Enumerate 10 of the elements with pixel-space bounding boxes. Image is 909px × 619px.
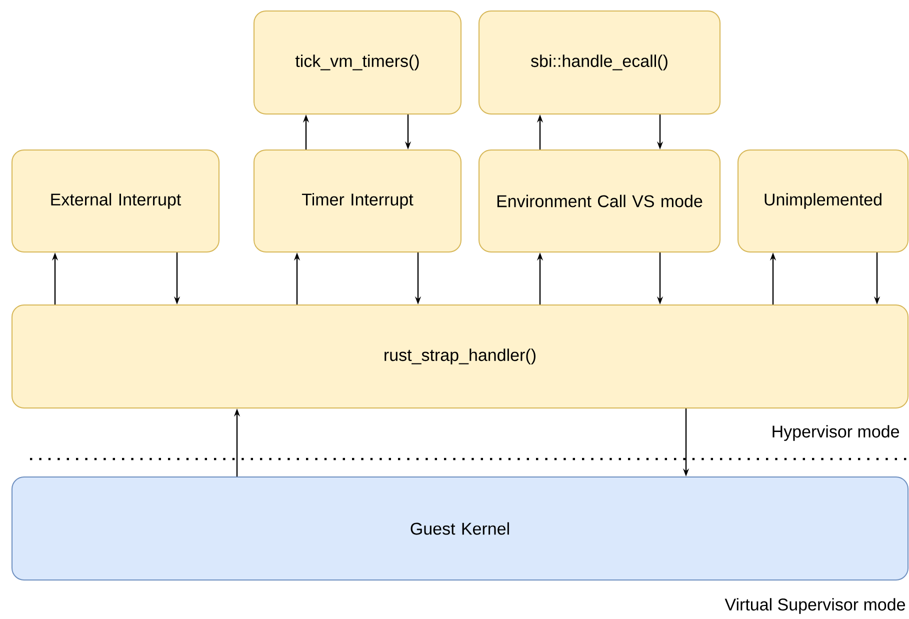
process-box: tick_vm_timers()	[254, 10, 462, 114]
process-box: Timer Interrupt	[254, 150, 462, 252]
mode-label: Hypervisor mode	[772, 425, 900, 441]
process-box: rust_strap_handler()	[12, 304, 909, 408]
mode-label: Virtual Supervisor mode	[724, 598, 906, 614]
process-box: sbi::handle_ecall()	[478, 10, 720, 114]
process-box: Guest Kernel	[12, 476, 909, 580]
process-box: Environment Call VS mode	[478, 150, 720, 252]
process-box: External Interrupt	[12, 150, 220, 252]
process-box: Unimplemented	[738, 150, 909, 252]
